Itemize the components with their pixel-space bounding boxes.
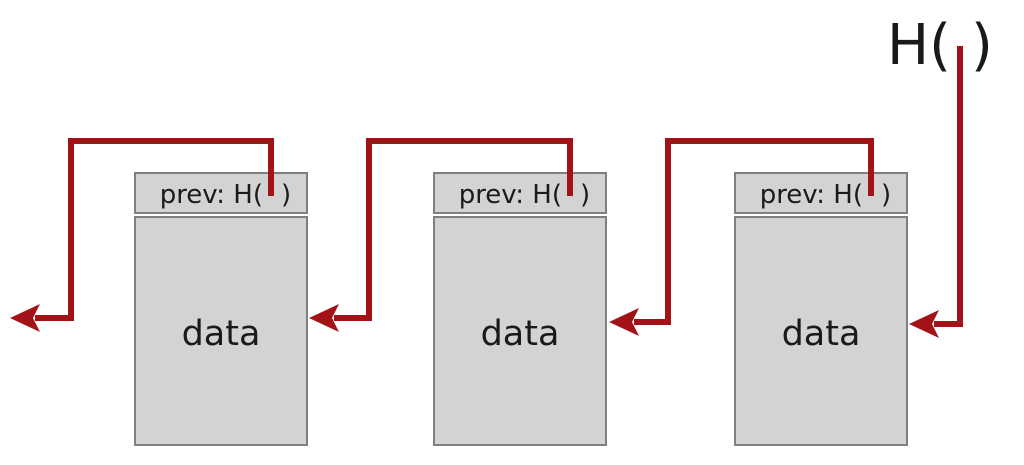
block-1: prev: H( ) data [134,172,308,446]
block-3-data-label: data [782,314,861,354]
prev-pointer-arrow-1 [10,138,274,332]
block-1-header-label-right: ) [281,180,291,210]
block-2-prev-hash-header [433,172,607,214]
block-1-header-label-left: prev: H( [160,180,263,210]
arrowhead-left-icon [10,304,40,332]
prev-pointer-arrow-3 [609,138,874,336]
block-1-data-body [134,216,308,446]
block-1-prev-hash-header [134,172,308,214]
block-2-header-label-left: prev: H( [459,180,562,210]
hash-function-label: H( ) [887,13,993,78]
hash-label-left: H( [887,13,951,78]
hash-pointer-arrow [909,46,963,338]
block-3-header-label-left: prev: H( [760,180,863,210]
block-2: prev: H( ) data [433,172,607,446]
arrowhead-into-block-3-icon [909,310,939,338]
hash-label-right: ) [971,13,993,78]
block-1-data-label: data [182,314,261,354]
arrowhead-into-block-1-icon [309,304,339,332]
arrowhead-into-block-2-icon [609,308,639,336]
block-2-data-body [433,216,607,446]
block-3-prev-hash-header [734,172,908,214]
prev-pointer-line-2 [334,138,573,321]
block-3-data-body [734,216,908,446]
prev-pointer-arrow-2 [309,138,573,332]
prev-pointer-line-1 [35,138,274,321]
hash-pointer-line [934,46,963,327]
prev-pointer-line-3 [634,138,874,325]
block-3-header-label-right: ) [881,180,891,210]
block-2-data-label: data [481,314,560,354]
block-2-header-label-right: ) [580,180,590,210]
block-3: prev: H( ) data [734,172,908,446]
